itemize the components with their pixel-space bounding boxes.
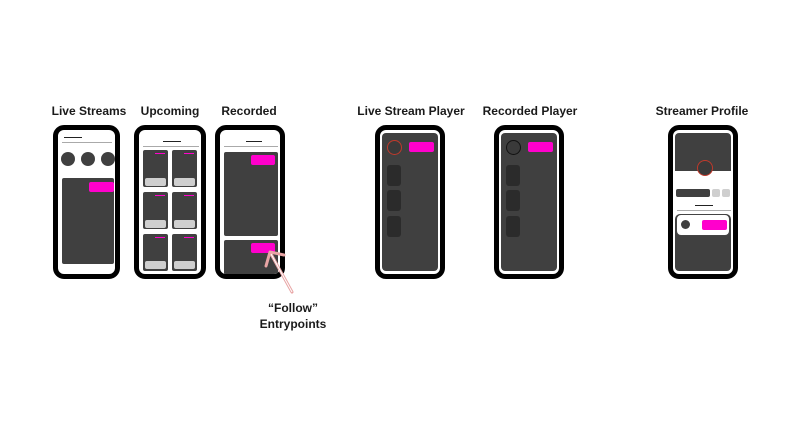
side-tile [387,216,401,237]
side-tile [506,190,520,211]
card-chip [145,220,166,228]
stream-card [62,178,114,264]
side-tile [387,165,401,186]
label-recorded-player: Recorded Player [482,104,578,118]
stats-bar [676,189,710,197]
annotation-line-2: Entrypoints [259,317,327,331]
avatar [101,152,115,166]
header-line [143,146,199,147]
phone-upcoming [134,125,206,279]
avatar [61,152,75,166]
label-live-streams: Live Streams [51,104,127,118]
label-recorded: Recorded [221,104,277,118]
follow-button [251,155,275,165]
header-line [62,142,112,143]
header-line [64,137,82,138]
profile-avatar [697,160,713,176]
phone-live-stream-player [375,125,445,279]
card-chip [174,220,195,228]
tab-line [695,205,713,206]
side-tile [506,165,520,186]
avatar [81,152,95,166]
header-line [246,141,262,142]
card-accent [184,195,194,196]
annotation-arrow [264,250,294,294]
follow-button [702,220,727,230]
phone-recorded [215,125,285,279]
card-accent [184,153,194,154]
card-accent [184,237,194,238]
follow-button [251,243,275,253]
streamer-avatar [506,140,521,155]
card-accent [155,153,165,154]
label-streamer-profile: Streamer Profile [655,104,749,118]
card-chip [145,178,166,186]
card-chip [174,261,195,269]
side-tile [506,216,520,237]
recorded-card [224,152,278,236]
header-line [224,146,278,147]
phone-streamer-profile [668,125,738,279]
card-avatar [681,220,690,229]
stats-chip [712,189,720,197]
card-accent [155,195,165,196]
label-upcoming: Upcoming [140,104,200,118]
card-chip [145,261,166,269]
annotation-text: “Follow” Entrypoints [248,300,338,332]
follow-button [409,142,434,152]
streamer-avatar [387,140,402,155]
phone-live-streams [53,125,120,279]
label-live-stream-player: Live Stream Player [357,104,465,118]
follow-button [89,182,114,192]
card-accent [155,237,165,238]
side-tile [387,190,401,211]
card-chip [174,178,195,186]
phone-recorded-player [494,125,564,279]
header-line [163,141,181,142]
stats-chip [722,189,730,197]
annotation-line-1: “Follow” [268,301,318,315]
tab-line [677,210,731,211]
follow-button [528,142,553,152]
